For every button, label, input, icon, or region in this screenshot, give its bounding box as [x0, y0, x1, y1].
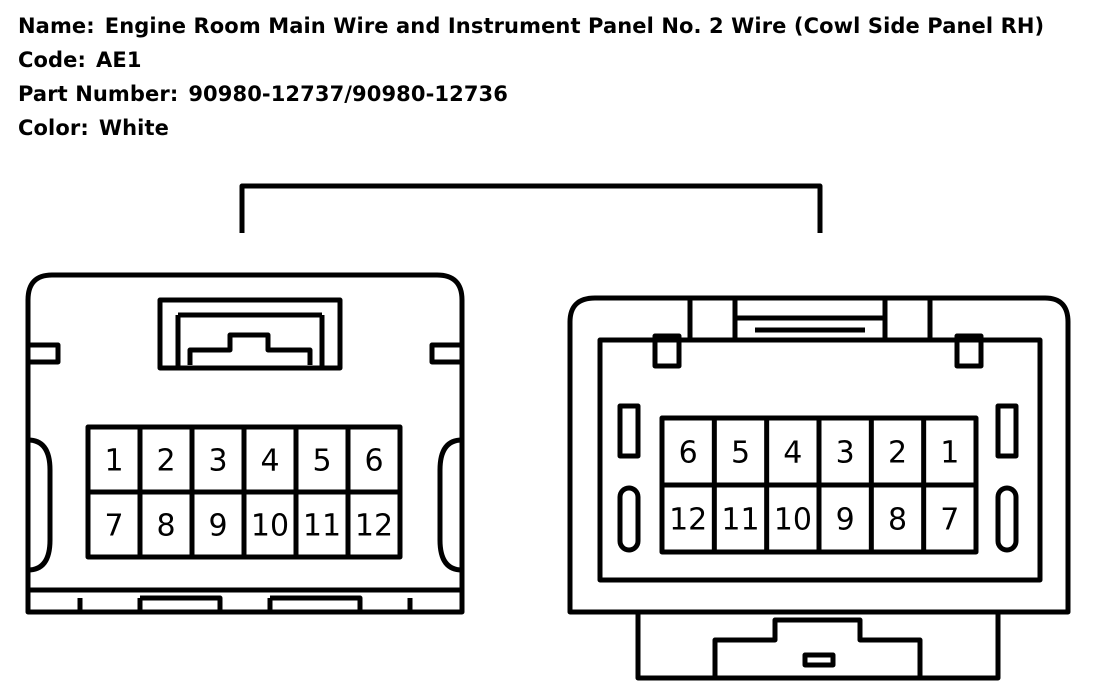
left-latch-tab	[187, 332, 313, 365]
left-pin-10: 10	[251, 509, 289, 544]
right-pin-10: 10	[774, 503, 812, 538]
right-grid-lines	[662, 418, 976, 552]
part-number-value: 90980-12737/90980-12736	[188, 82, 508, 106]
right-pin-5: 5	[731, 436, 750, 471]
left-bottom-lip	[25, 590, 465, 615]
name-value: Engine Room Main Wire and Instrument Pan…	[104, 14, 1045, 38]
right-pin-1: 1	[940, 436, 959, 471]
right-pin-7: 7	[940, 503, 959, 538]
code-line: Code: AE1	[18, 48, 142, 72]
right-pin-2: 2	[888, 436, 907, 471]
right-pin-8: 8	[888, 503, 907, 538]
left-side-bump-right	[437, 437, 463, 573]
right-pin-11: 11	[721, 503, 759, 538]
right-connector-inner	[597, 337, 1043, 583]
left-grid-lines	[88, 427, 400, 557]
right-connector-body	[567, 295, 1071, 615]
left-pin-9: 9	[208, 509, 227, 544]
left-bottom-notches	[77, 595, 413, 612]
right-slot-side-right	[995, 403, 1019, 459]
right-slot-top-left	[652, 333, 682, 369]
left-side-bump-left	[27, 437, 53, 573]
code-label: Code:	[18, 48, 87, 72]
right-oval-right	[995, 485, 1019, 553]
left-pin-4: 4	[260, 444, 279, 479]
left-pin-8: 8	[156, 509, 175, 544]
right-pin-6: 6	[679, 436, 698, 471]
right-pin-4: 4	[783, 436, 802, 471]
right-pin-9: 9	[836, 503, 855, 538]
right-oval-left	[617, 485, 641, 553]
left-pin-7: 7	[104, 509, 123, 544]
mating-bracket	[239, 183, 823, 233]
part-number-line: Part Number: 90980-12737/90980-12736	[18, 82, 508, 106]
left-latch-housing	[157, 297, 343, 371]
left-pin-1: 1	[104, 444, 123, 479]
part-number-label: Part Number:	[18, 82, 179, 106]
right-slot-side-left	[617, 403, 641, 459]
color-value: White	[98, 116, 169, 140]
right-pin-3: 3	[836, 436, 855, 471]
color-label: Color:	[18, 116, 89, 140]
code-value: AE1	[96, 48, 142, 72]
right-slot-top-right	[954, 333, 984, 369]
right-pin-12: 12	[669, 503, 707, 538]
left-pin-11: 11	[303, 509, 341, 544]
left-pin-2: 2	[156, 444, 175, 479]
left-latch-frame	[175, 312, 325, 368]
right-bottom-tab	[802, 652, 836, 668]
left-pin-6: 6	[364, 444, 383, 479]
name-label: Name:	[18, 14, 95, 38]
name-line: Name: Engine Room Main Wire and Instrumen…	[18, 14, 1044, 38]
right-bottom-key	[712, 617, 923, 678]
left-pin-3: 3	[208, 444, 227, 479]
color-line: Color: White	[18, 116, 169, 140]
left-step-left	[28, 342, 61, 365]
left-step-right	[429, 342, 462, 365]
left-pin-5: 5	[312, 444, 331, 479]
right-latch-bars	[735, 315, 885, 333]
left-pin-12: 12	[355, 509, 393, 544]
right-bottom-skirt	[635, 612, 1001, 681]
